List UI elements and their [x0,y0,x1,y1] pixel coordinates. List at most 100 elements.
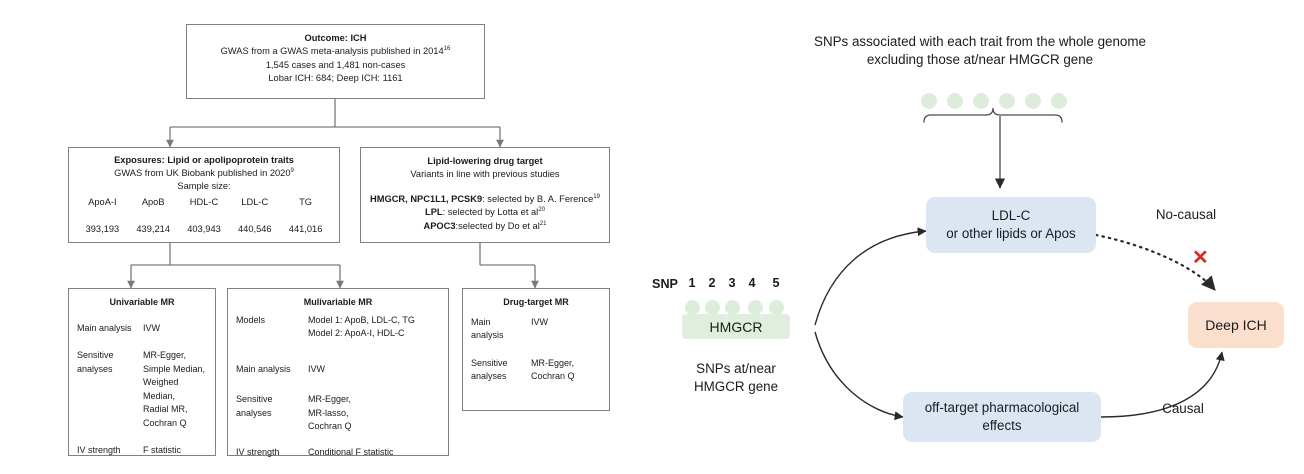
right-panel-header-line1: SNPs associated with each trait from the… [814,34,1146,49]
ldl-c-box-line2: or other lipids or Apos [946,226,1076,241]
drug-target-mr-sensitive-key: Sensitive analyses [471,357,508,382]
multivariable-row-models: Models Model 1: ApoB, LDL-C, TG Model 2:… [228,314,448,341]
no-causal-label: No-causal [1155,207,1217,222]
right-panel-header-line2: excluding those at/near HMGCR gene [866,52,1094,68]
genome-dot-2 [947,93,963,109]
samplesize-hdlc: 403,943 [187,224,221,235]
snp-caption-line1: SNPs at/near [696,361,776,376]
genes-hmgcr-npc1l1-pcsk9: HMGCR, NPC1L1, PCSK9 [370,193,483,204]
outcome-box-title: Outcome: ICH [304,33,367,43]
trait-tg: TG [299,197,313,208]
exposures-box: Exposures: Lipid or apolipoprotein trait… [68,147,340,243]
exposures-trait-row: ApoA-I ApoB HDL-C LDL-C TG [77,196,331,209]
univariable-iv-value: F statistic [143,445,182,455]
multivariable-row-sensitive: Sensitive analyses MR-Egger, MR-lasso, C… [228,393,448,434]
drug-target-row-lpl: LPL: selected by Lotta et al20 [425,207,545,218]
hmgcr-dot-3 [725,300,740,315]
ldl-c-box: LDL-C or other lipids or Apos [926,197,1096,253]
snp-number-5: 5 [772,276,780,290]
drug-target-row-hmgcr: HMGCR, NPC1L1, PCSK9: selected by B. A. … [370,193,600,204]
univariable-row-sensitive: Sensitive analyses MR-Egger, Simple Medi… [69,349,215,430]
trait-hdlc: HDL-C [189,197,219,208]
ref-9: 9 [290,167,294,174]
off-target-box-line1: off-target pharmacological [924,399,1080,415]
exposures-box-subtitle: GWAS from UK Biobank published in 20209 [114,167,294,179]
multivariable-main-key: Main analysis [236,363,291,374]
drug-target-mr-title: Drug-target MR [503,297,569,307]
univariable-iv-key: IV strength [77,445,121,455]
trait-ldlc: LDL-C [241,197,269,208]
multivariable-mr-title: Mulivariable MR [303,297,373,307]
genome-dot-1 [921,93,937,109]
snp-caption: SNPs at/near HMGCR gene [660,360,812,396]
right-panel-header: SNPs associated with each trait from the… [760,33,1200,69]
hmgcr-gene-bar: HMGCR [682,314,790,339]
genome-dot-6 [1051,93,1067,109]
snp-caption-line2: HMGCR gene [693,379,779,395]
exposures-samplesize-row: 393,193 439,214 403,943 440,546 441,016 [77,223,331,236]
genome-dot-3 [973,93,989,109]
outcome-box-line3: Lobar ICH: 684; Deep ICH: 1161 [268,73,403,84]
univariable-main-key: Main analysis [77,322,132,333]
samplesize-apob: 439,214 [136,224,170,235]
drug-target-mr-sensitive-value: MR-Egger, Cochran Q [531,357,575,382]
drug-target-box-title: Lipid-lowering drug target [427,156,543,166]
exposures-sample-size-label: Sample size: [177,181,231,192]
outcome-box-line1: GWAS from a GWAS meta-analysis published… [220,46,451,57]
drug-target-mr-row-main: Main analysis IVW [463,316,609,343]
multivariable-main-value: IVW [308,363,325,374]
univariable-mr-title: Univariable MR [109,297,175,307]
off-target-box-text: off-target pharmacological effects [925,399,1080,435]
snp-number-4: 4 [748,276,756,290]
drug-target-box-subtitle: Variants in line with previous studies [410,169,560,180]
ref-19: 19 [593,193,600,200]
univariable-row-iv: IV strength F statistic [69,444,215,458]
multivariable-models-key: Models [236,314,266,325]
causal-label: Causal [1162,401,1204,416]
snp-number-2: 2 [708,276,716,290]
samplesize-apoai: 393,193 [85,224,120,235]
genome-dot-5 [1025,93,1041,109]
ref-20: 20 [538,207,545,214]
multivariable-models-value: Model 1: ApoB, LDL-C, TG Model 2: ApoA-I… [308,314,415,339]
drug-target-row-apoc3: APOC3:selected by Do et al21 [423,220,547,231]
multivariable-row-iv: IV strength Conditional F statistic [228,446,448,460]
multivariable-mr-box: Mulivariable MR Models Model 1: ApoB, LD… [227,288,449,457]
genome-dot-4 [999,93,1015,109]
multivariable-iv-value: Conditional F statistic [308,446,394,457]
samplesize-ldlc: 440,546 [237,224,272,235]
univariable-row-main: Main analysis IVW [69,322,215,336]
snp-number-3: 3 [728,276,736,290]
hmgcr-dot-4 [748,300,763,315]
no-causal-x-icon: ✕ [1192,247,1209,269]
ldl-c-box-line1: LDL-C [991,207,1031,223]
outcome-box-line2: 1,545 cases and 1,481 non-cases [265,59,406,70]
multivariable-row-main: Main analysis IVW [228,363,448,377]
multivariable-sensitive-value: MR-Egger, MR-lasso, Cochran Q [308,394,352,431]
hmgcr-dot-5 [769,300,784,315]
drug-target-mr-main-value: IVW [531,316,548,327]
univariable-main-value: IVW [143,322,160,333]
snp-number-1: 1 [688,276,696,290]
trait-apoai: ApoA-I [88,197,117,208]
ldl-c-box-text: LDL-C or other lipids or Apos [946,207,1076,243]
ref-21: 21 [539,220,547,227]
outcome-box: Outcome: ICH GWAS from a GWAS meta-analy… [186,24,485,99]
multivariable-iv-key: IV strength [236,446,280,457]
samplesize-tg: 441,016 [288,224,323,235]
gene-apoc3: APOC3 [423,220,456,231]
ref-16: 16 [443,46,451,53]
snp-label: SNP [652,277,678,291]
gene-lpl: LPL [425,207,443,218]
multivariable-sensitive-key: Sensitive analyses [236,394,273,418]
trait-apob: ApoB [141,197,165,208]
univariable-sensitive-key: Sensitive analyses [77,350,114,374]
deep-ich-box: Deep ICH [1188,302,1284,348]
hmgcr-dot-1 [685,300,700,315]
drug-target-mr-row-sensitive: Sensitive analyses MR-Egger, Cochran Q [463,357,609,384]
exposures-box-title: Exposures: Lipid or apolipoprotein trait… [114,155,294,165]
hmgcr-dot-2 [705,300,720,315]
drug-target-mr-box: Drug-target MR Main analysis IVW Sensiti… [462,288,610,411]
